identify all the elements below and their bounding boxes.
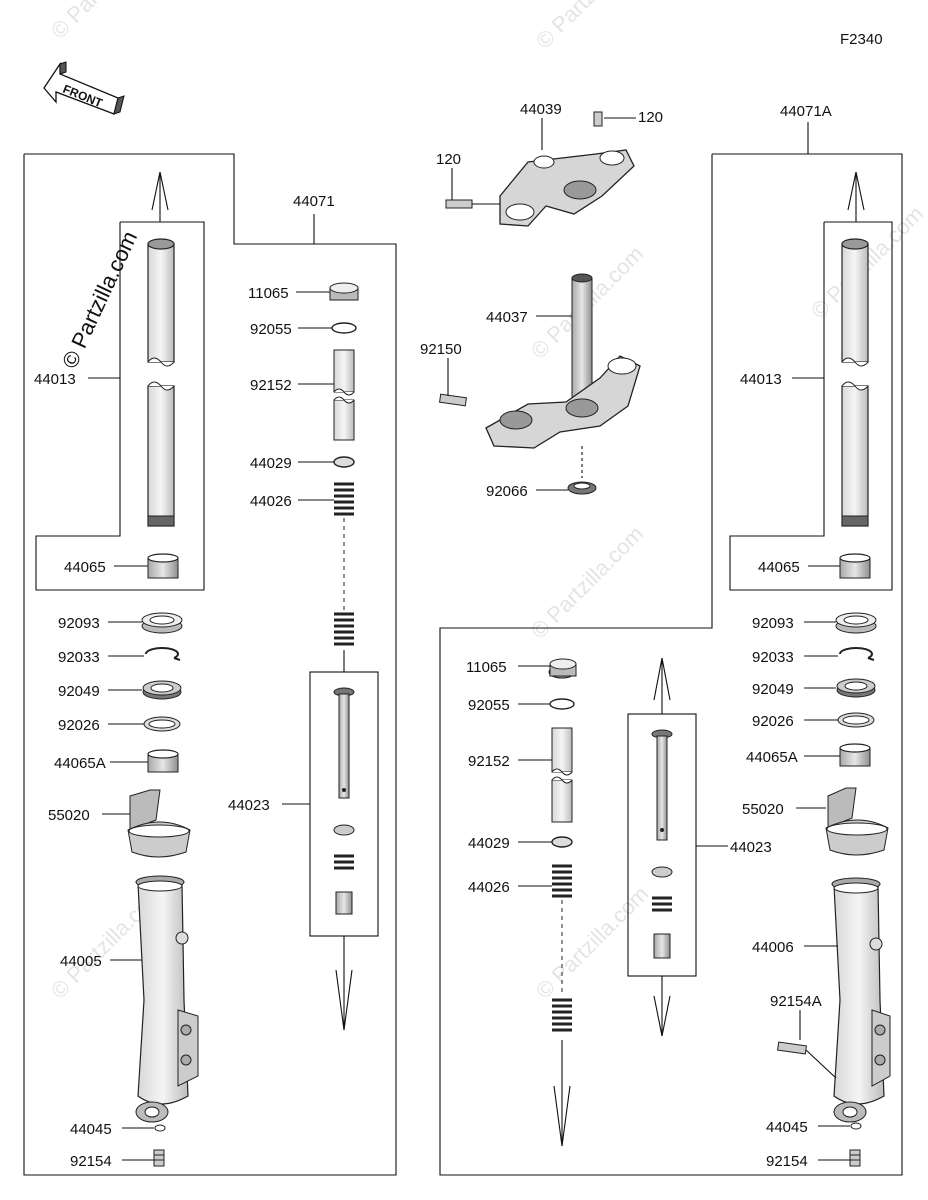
spacer-92152-left — [333, 349, 355, 441]
label-44013-left: 44013 — [34, 371, 76, 388]
label-92055-right: 92055 — [468, 697, 510, 714]
label-44026-right: 44026 — [468, 879, 510, 896]
damper-rod-44023-left — [333, 687, 355, 915]
o-ring-92055-right — [549, 698, 575, 710]
cap-bolt-11065-right — [548, 658, 577, 679]
left-inner-tube-frame — [35, 221, 205, 591]
o-ring-92055-left — [331, 322, 357, 334]
label-44013-right: 44013 — [740, 371, 782, 388]
bolt-92154A — [777, 1041, 807, 1055]
spring-44026-right — [552, 864, 572, 1032]
label-92154-right: 92154 — [766, 1153, 808, 1170]
label-44023-left: 44023 — [228, 797, 270, 814]
label-44071A: 44071A — [780, 103, 832, 120]
spacer-92152-right — [551, 727, 573, 823]
label-44045-right: 44045 — [766, 1119, 808, 1136]
label-44065A-right: 44065A — [746, 749, 798, 766]
watermark-main: © Partzilla.com — [57, 227, 142, 372]
label-11065-right: 11065 — [466, 659, 507, 676]
seal-92093-left — [141, 612, 183, 634]
figure-code: F2340 — [840, 31, 883, 48]
watermark-1: © Partzilla.com — [46, 0, 169, 44]
right-assembly-frame — [439, 153, 903, 1176]
front-arrow-icon: FRONT — [43, 61, 125, 115]
bolt-92154-right — [849, 1149, 861, 1167]
bushing-44065A-right — [839, 743, 871, 767]
label-55020-left: 55020 — [48, 807, 90, 824]
fork-guard-55020-right — [825, 787, 889, 856]
label-44026-left: 44026 — [250, 493, 292, 510]
oil-seal-92049-right — [836, 678, 876, 698]
bushing-44065A-left — [147, 749, 179, 773]
label-120-right: 120 — [638, 109, 663, 126]
gasket-44045-right — [850, 1122, 862, 1130]
inner-tube-44013-left — [147, 238, 175, 527]
washer-92026-left — [143, 716, 181, 732]
label-44065A-left: 44065A — [54, 755, 106, 772]
label-92033-right: 92033 — [752, 649, 794, 666]
label-44029-right: 44029 — [468, 835, 510, 852]
washer-44029-left — [333, 456, 355, 468]
label-92154A: 92154A — [770, 993, 822, 1010]
watermark-6: © Partzilla.com — [531, 881, 654, 1004]
label-44023-right: 44023 — [730, 839, 772, 856]
damper-rod-44023-right — [651, 729, 673, 959]
label-120-left: 120 — [436, 151, 461, 168]
bushing-44065-left — [147, 553, 179, 579]
label-92049-right: 92049 — [752, 681, 794, 698]
washer-92026-right — [837, 712, 875, 728]
label-92152-left: 92152 — [250, 377, 292, 394]
label-92026-left: 92026 — [58, 717, 100, 734]
label-92026-right: 92026 — [752, 713, 794, 730]
label-92033-left: 92033 — [58, 649, 100, 666]
fork-guard-55020-left — [127, 789, 191, 858]
label-92154-left: 92154 — [70, 1153, 112, 1170]
inner-tube-44013-right — [841, 238, 869, 527]
circlip-92033-right — [839, 647, 875, 661]
label-44071: 44071 — [293, 193, 335, 210]
spring-44026-left — [334, 482, 354, 646]
oil-seal-92049-left — [142, 680, 182, 700]
label-44006: 44006 — [752, 939, 794, 956]
label-92150: 92150 — [420, 341, 462, 358]
label-92152-right: 92152 — [468, 753, 510, 770]
label-44065-left: 44065 — [64, 559, 106, 576]
label-44045-left: 44045 — [70, 1121, 112, 1138]
watermark-4: © Partzilla.com — [526, 521, 649, 644]
right-inner-tube-frame — [729, 221, 893, 591]
washer-44029-right — [551, 836, 573, 848]
label-44029-left: 44029 — [250, 455, 292, 472]
steering-stem-44037 — [439, 273, 641, 449]
label-44039: 44039 — [520, 101, 562, 118]
label-11065-left: 11065 — [248, 285, 289, 302]
watermark-2: © Partzilla.com — [531, 0, 654, 54]
label-44037: 44037 — [486, 309, 528, 326]
circlip-92033-left — [145, 647, 181, 661]
seal-92066 — [567, 481, 597, 495]
label-92093-left: 92093 — [58, 615, 100, 632]
label-92093-right: 92093 — [752, 615, 794, 632]
upper-bracket-44039 — [499, 111, 635, 227]
outer-tube-44006 — [831, 877, 891, 1123]
label-92066: 92066 — [486, 483, 528, 500]
label-55020-right: 55020 — [742, 801, 784, 818]
gasket-44045-left — [154, 1124, 166, 1132]
label-92055-left: 92055 — [250, 321, 292, 338]
label-92049-left: 92049 — [58, 683, 100, 700]
label-44005: 44005 — [60, 953, 102, 970]
bolt-92154-left — [153, 1149, 165, 1167]
bolt-120-left — [445, 199, 473, 209]
cap-bolt-11065-left — [329, 282, 359, 301]
bushing-44065-right — [839, 553, 871, 579]
seal-92093-right — [835, 612, 877, 634]
outer-tube-44005 — [135, 875, 199, 1123]
left-assembly-frame — [23, 153, 397, 1176]
label-44065-right: 44065 — [758, 559, 800, 576]
